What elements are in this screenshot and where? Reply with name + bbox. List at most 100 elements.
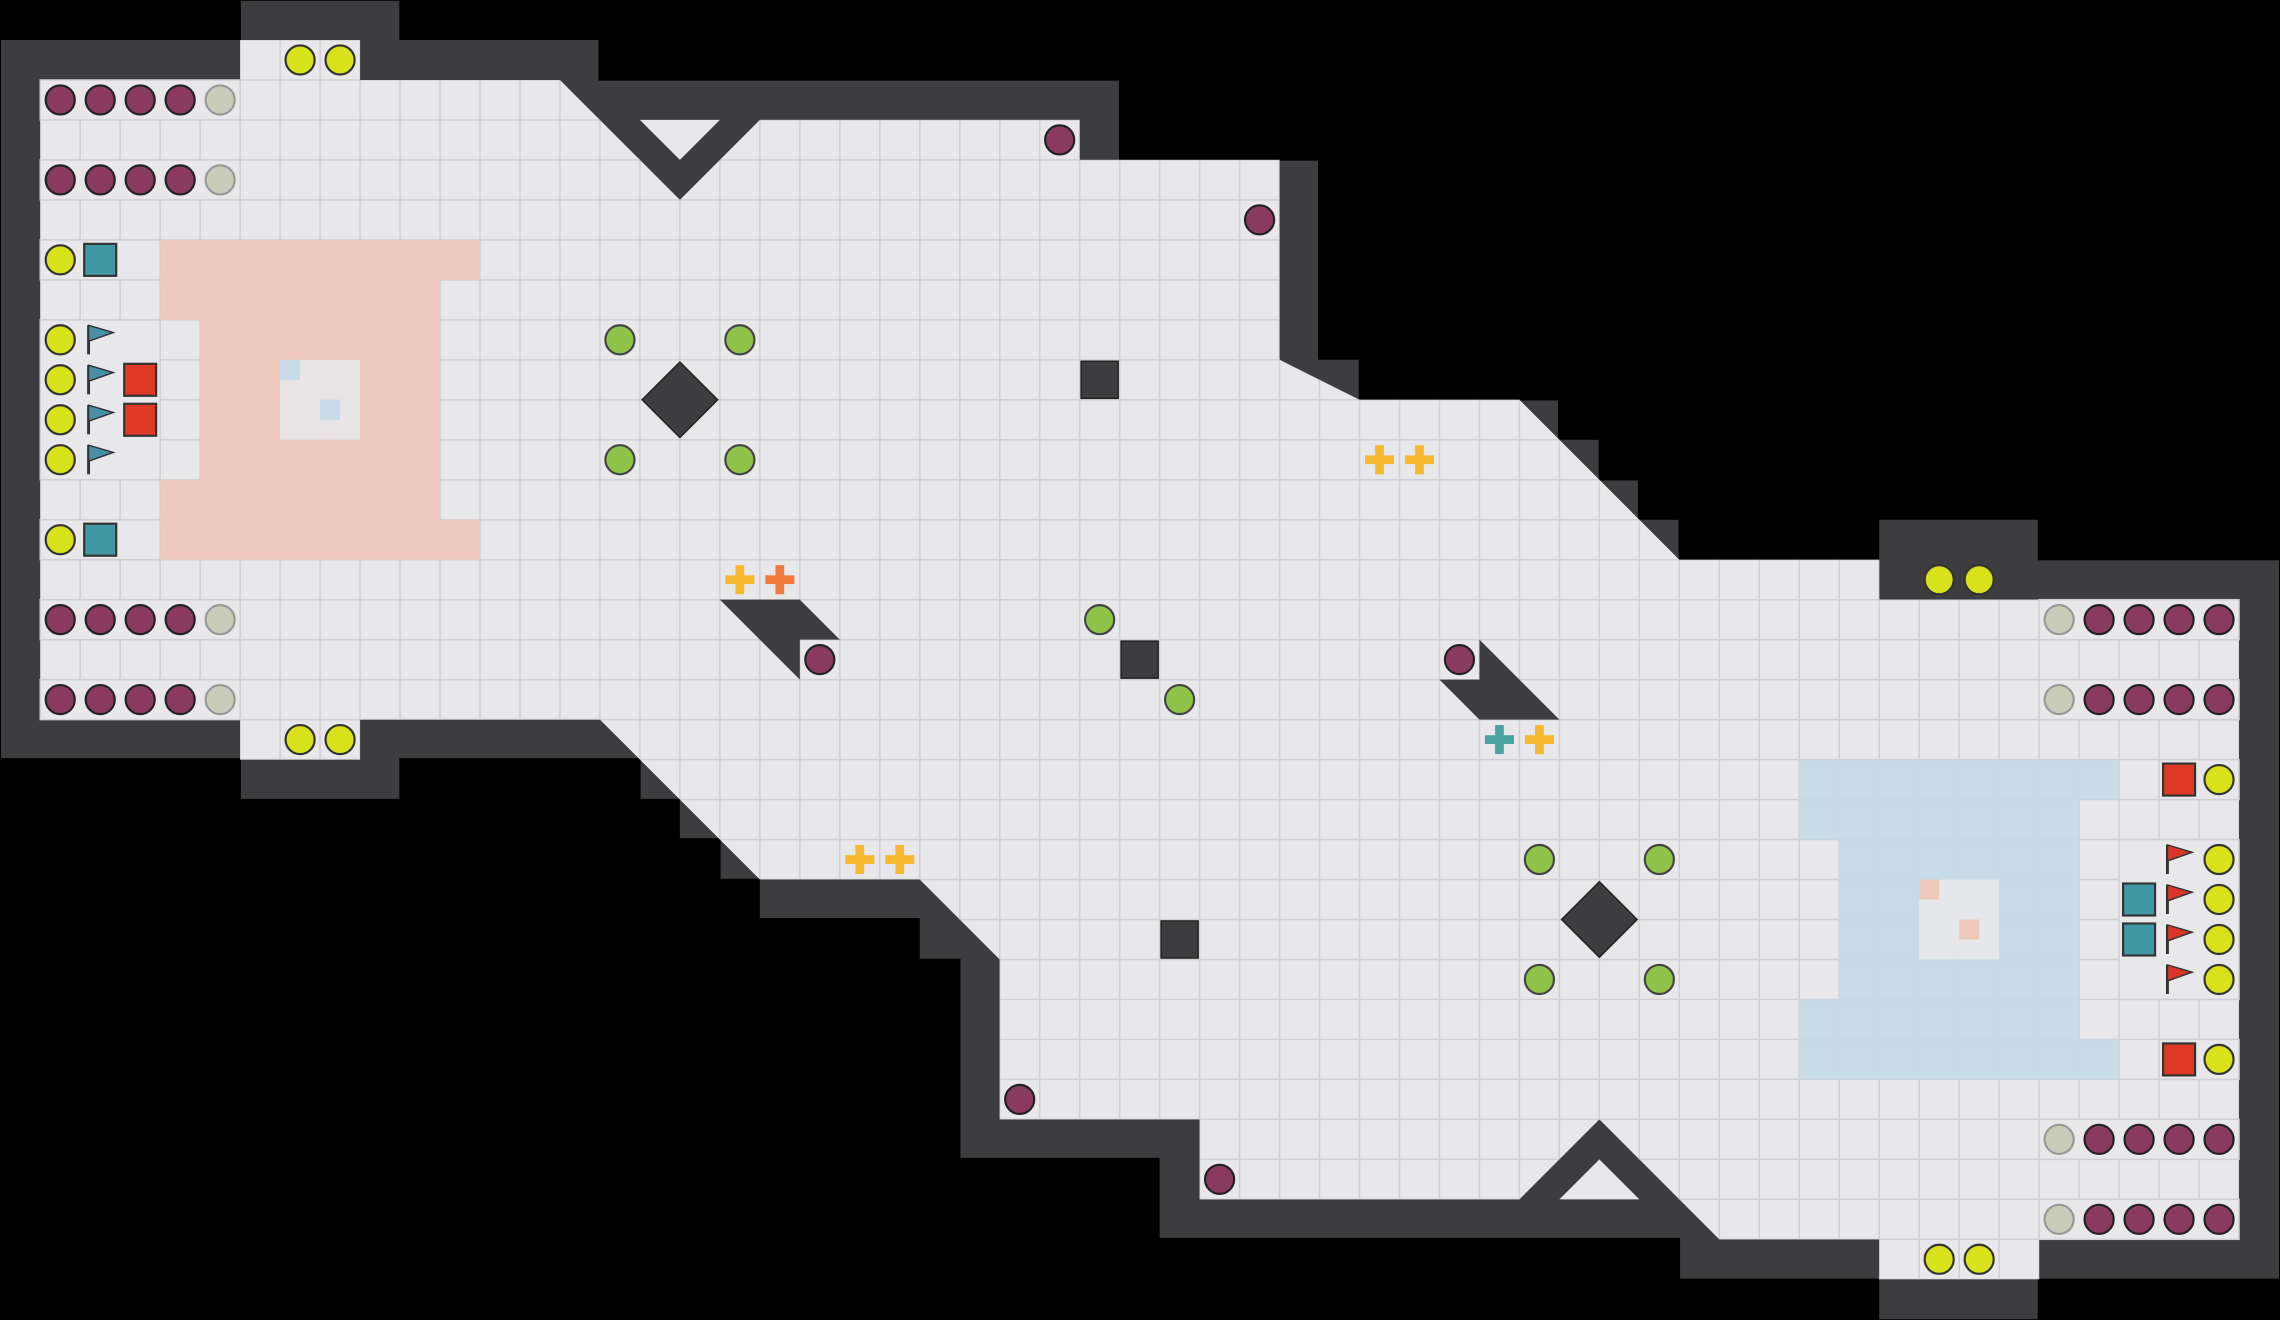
- speed-pad-bar: [725, 575, 755, 585]
- spent-boost-tile: [204, 164, 236, 196]
- red-flag-base: [320, 359, 361, 400]
- red-zone: [160, 479, 441, 520]
- boost-tile: [2203, 883, 2235, 916]
- boost-tile: [44, 404, 76, 436]
- boost-tile: [2203, 1043, 2235, 1076]
- bomb-tile: [2083, 604, 2115, 636]
- bomb-tile: [804, 644, 836, 676]
- spent-boost-tile: [2043, 604, 2075, 636]
- bomb-tile: [2123, 604, 2155, 636]
- boost-tile: [1923, 1243, 1955, 1275]
- bomb-tile: [84, 84, 116, 116]
- bomb-tile: [44, 164, 76, 196]
- bomb-tile: [2083, 683, 2115, 716]
- bomb-tile: [1203, 1163, 1236, 1195]
- spent-boost-tile: [204, 683, 236, 716]
- wall-block: [1160, 920, 1199, 959]
- bomb-tile: [1044, 124, 1076, 156]
- bomb-tile: [2123, 1123, 2155, 1155]
- bomb-tile: [84, 604, 116, 636]
- wall-diamond: [1560, 880, 1639, 959]
- powerup-tile: [604, 324, 636, 356]
- wall-block: [1080, 360, 1119, 400]
- powerup-tile: [724, 324, 756, 356]
- flag-base-check: [1959, 919, 1980, 940]
- bomb-tile: [124, 84, 156, 116]
- boost-tile: [284, 44, 316, 76]
- blue-flag: [87, 324, 116, 343]
- flag-base-check: [320, 399, 341, 420]
- bomb-tile: [84, 683, 116, 716]
- wall-block: [1120, 640, 1159, 679]
- bomb-tile: [124, 604, 156, 636]
- red-gate-tile: [123, 402, 158, 437]
- spent-boost-tile: [2043, 1203, 2075, 1235]
- spent-boost-tile: [2043, 1123, 2075, 1155]
- wall-wedge: [719, 599, 840, 680]
- speed-pad-bar: [885, 855, 915, 864]
- speed-pad-bar: [765, 575, 795, 585]
- boost-tile: [44, 244, 76, 276]
- wall-notch: [639, 119, 720, 160]
- bomb-tile: [2203, 604, 2235, 636]
- boost-tile: [44, 444, 76, 476]
- bomb-tile: [2123, 683, 2155, 716]
- wall-wedge: [1439, 639, 1560, 720]
- bomb-tile: [1443, 644, 1476, 676]
- powerup-tile: [1643, 963, 1675, 996]
- powerup-tile: [1643, 843, 1675, 876]
- bomb-tile: [2163, 683, 2195, 716]
- boost-tile: [1963, 1243, 1995, 1275]
- boost-tile: [44, 524, 76, 556]
- bomb-tile: [2083, 1203, 2115, 1235]
- bomb-tile: [44, 683, 76, 716]
- powerup-tile: [724, 444, 756, 476]
- speed-pad-bar: [845, 855, 875, 864]
- wall-notch: [1559, 1159, 1640, 1200]
- blue-flag-base: [1959, 879, 2000, 920]
- boost-tile: [2203, 923, 2235, 956]
- bomb-tile: [44, 84, 76, 116]
- bomb-tile: [2163, 604, 2195, 636]
- spent-boost-tile: [2043, 683, 2075, 716]
- bomb-tile: [1243, 204, 1276, 236]
- bomb-tile: [124, 683, 156, 716]
- red-gate-tile: [2161, 762, 2197, 797]
- bomb-tile: [2083, 1123, 2115, 1155]
- red-flag: [2166, 923, 2195, 942]
- bomb-tile: [44, 604, 76, 636]
- blue-gate-tile: [83, 522, 118, 557]
- bomb-tile: [1004, 1083, 1036, 1116]
- red-flag-base: [280, 399, 321, 440]
- blue-flag: [87, 404, 116, 423]
- boost-tile: [324, 723, 356, 756]
- speed-pad-bar: [1484, 735, 1514, 744]
- powerup-tile: [1084, 604, 1116, 636]
- blue-zone: [1799, 1039, 2120, 1080]
- red-gate-tile: [123, 362, 158, 397]
- wall-diamond: [641, 360, 719, 439]
- blue-flag-base: [1919, 919, 1960, 960]
- red-gate-tile: [2161, 1042, 2197, 1077]
- spent-boost-tile: [204, 604, 236, 636]
- spent-boost-tile: [204, 84, 236, 116]
- boost-tile: [2203, 963, 2235, 996]
- bomb-tile: [2203, 1203, 2235, 1235]
- bomb-tile: [2163, 1123, 2195, 1155]
- speed-pad-bar: [1364, 455, 1395, 465]
- speed-pad-bar: [1524, 735, 1554, 744]
- powerup-tile: [1163, 683, 1196, 716]
- inner-walls: [639, 119, 1640, 1200]
- boost-tile: [284, 723, 316, 756]
- blue-flag: [87, 444, 116, 463]
- map-tiles: [44, 44, 2235, 1275]
- boost-tile: [44, 324, 76, 356]
- blue-zone: [1799, 999, 2080, 1040]
- boost-tile: [2203, 843, 2235, 876]
- red-zone: [160, 239, 480, 280]
- blue-zone: [1799, 759, 2120, 800]
- speed-pad-bar: [1404, 455, 1435, 465]
- team-zones: [160, 239, 2120, 1080]
